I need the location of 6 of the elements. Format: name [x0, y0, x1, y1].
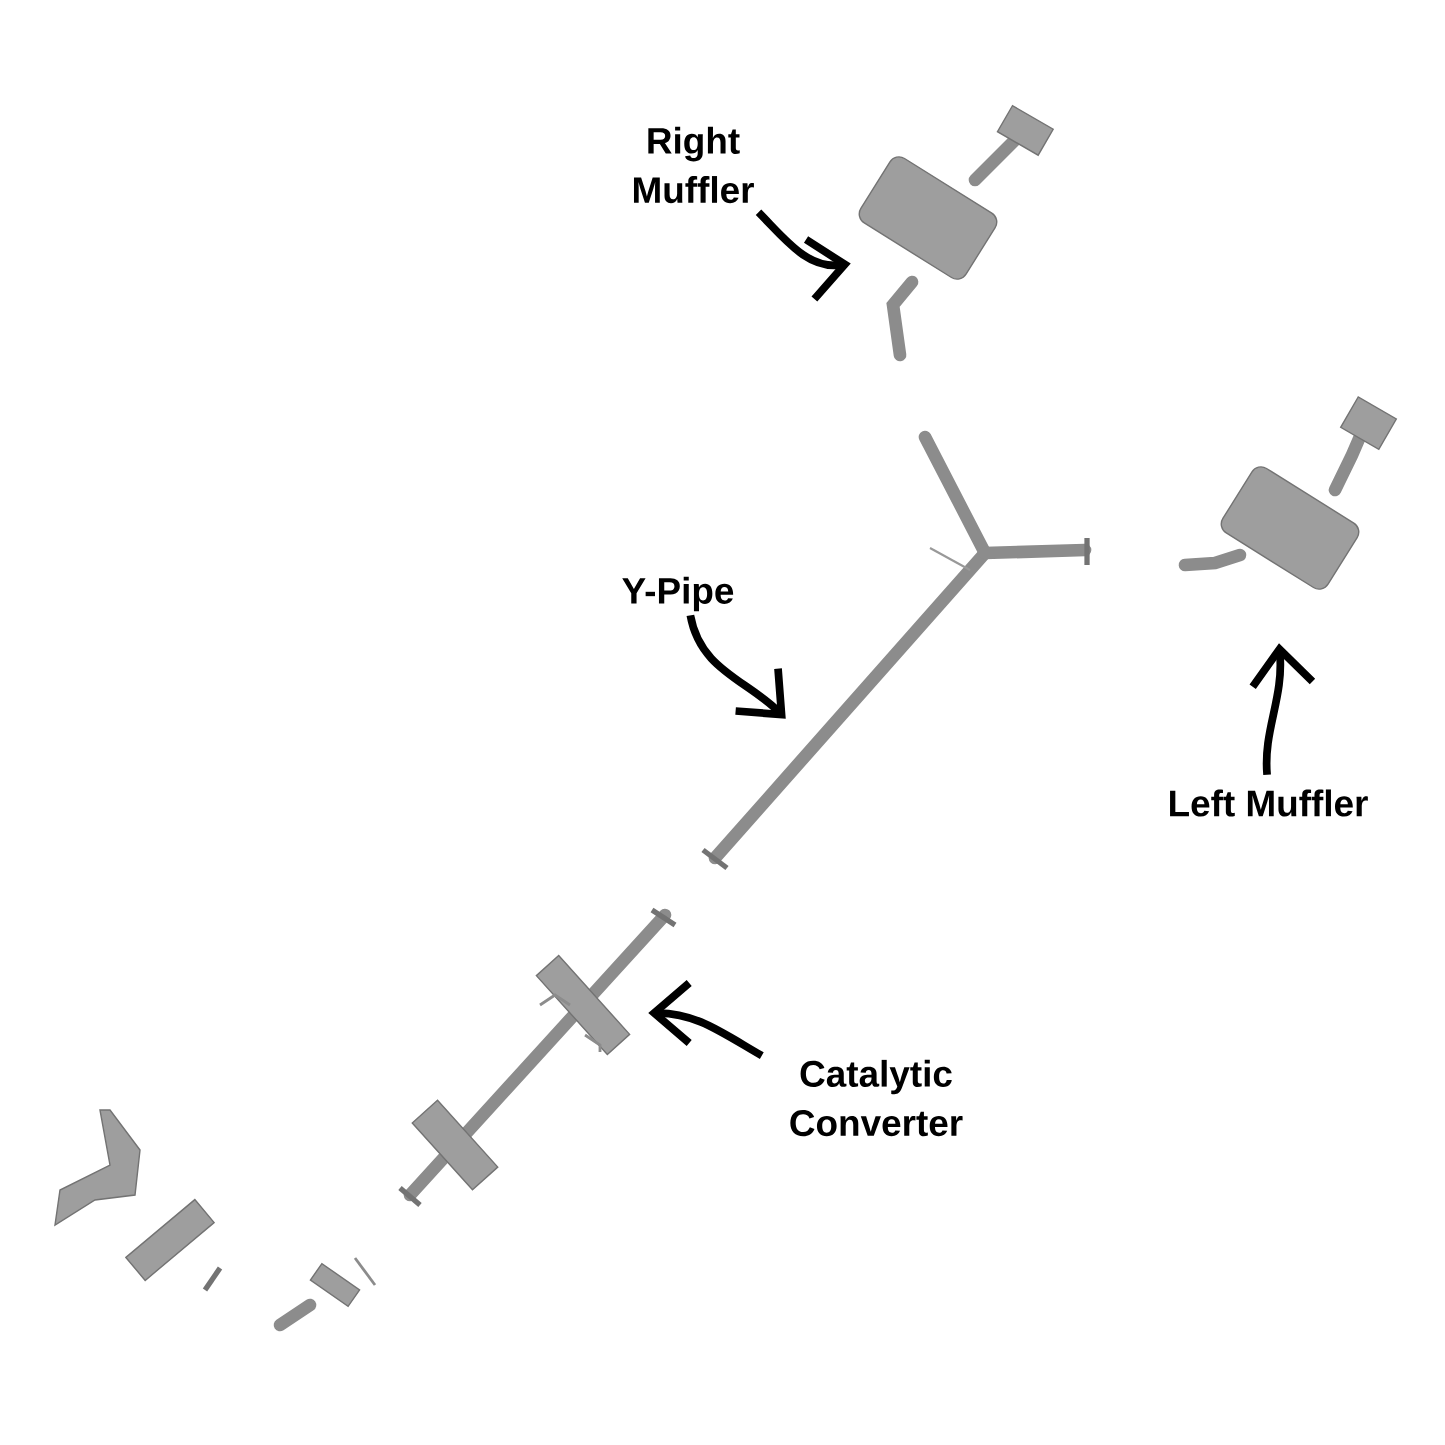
- part-label: Right Muffler: [634, 126, 754, 204]
- exhaust-part-drawing: [398, 907, 677, 1208]
- curved-arrow: [686, 614, 786, 719]
- part-label: Left Muffler: [1170, 789, 1368, 817]
- part-label: Y-Pipe: [622, 576, 734, 612]
- part-label: Catalytic Converter: [790, 1059, 963, 1137]
